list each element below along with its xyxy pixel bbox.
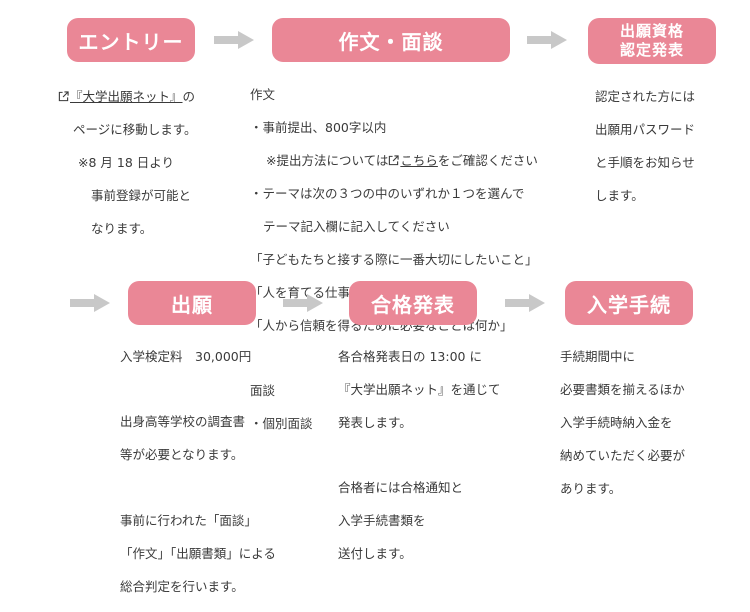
essay-description: 作文 ・事前提出、800字以内 ※提出方法についてはこちらをご確認ください ・テ… (250, 70, 538, 449)
entry-note2: 事前登録が可能と (91, 187, 192, 203)
enroll-line4: 納めていただく必要が (560, 447, 686, 463)
step-cert-label-line1: 出願資格 (619, 22, 684, 40)
apply-fee: 入学検定料 30,000円 (120, 348, 252, 364)
essay-bullet1: ・事前提出、800字以内 (250, 119, 387, 135)
apply-description: 入学検定料 30,000円 出身高等学校の調査書 等が必要となります。 事前に行… (120, 332, 276, 612)
enroll-line3: 入学手続時納入金を (560, 414, 673, 430)
result-line1: 各合格発表日の 13:00 に (338, 348, 482, 364)
result-line5: 入学手続書類を (338, 513, 426, 528)
step-essay-interview-box: 作文・面談 (272, 18, 510, 62)
step-cert-label-line2: 認定発表 (619, 41, 684, 59)
essay-submit-note-pre: ※提出方法については (266, 152, 389, 168)
apply-line1: 出身高等学校の調査書 (120, 414, 246, 429)
apply-line3: 事前に行われた「面談」 (120, 512, 257, 528)
arrow-right-icon (283, 294, 323, 312)
cert-line1: 認定された方には (595, 88, 696, 104)
step-result-label: 合格発表 (371, 292, 455, 317)
result-description: 各合格発表日の 13:00 に 『大学出願ネット』を通じて 発表します。 合格者… (338, 332, 501, 579)
step-essay-interview-label: 作文・面談 (338, 29, 444, 54)
step-apply-box: 出願 (128, 281, 256, 325)
entry-line2: ページに移動します。 (73, 121, 197, 137)
daigaku-shutsugan-net-link[interactable]: 『大学出願ネット』 (70, 88, 183, 104)
result-line6: 送付します。 (338, 546, 412, 561)
essay-submit-note-post: をご確認ください (437, 152, 538, 168)
entry-description: 『大学出願ネット』の ページに移動します。 ※8 月 18 日より 事前登録が可… (58, 72, 197, 254)
cert-description: 認定された方には 出願用パスワード と手順をお知らせ します。 (595, 72, 695, 221)
entry-note1: ※8 月 18 日より (78, 154, 175, 170)
essay-submit-note: ※提出方法についてはこちらをご確認ください (250, 153, 538, 170)
apply-line2: 等が必要となります。 (120, 447, 244, 462)
apply-line4: 「作文」「出願書類」による (120, 545, 276, 561)
result-line3: 発表します。 (338, 414, 412, 430)
step-entry-box: エントリー (67, 18, 195, 62)
interview-item: ・個別面談 (250, 416, 313, 431)
external-link-icon (58, 90, 69, 101)
apply-line5: 総合判定を行います。 (120, 578, 244, 594)
step-cert-box: 出願資格 認定発表 (588, 18, 716, 64)
essay-theme2: 「人を育てる仕事」 (250, 284, 363, 300)
entry-line1-text: の (182, 88, 196, 104)
arrow-right-icon (527, 31, 567, 49)
cert-line2: 出願用パスワード (595, 121, 696, 137)
essay-heading: 作文 (250, 86, 276, 102)
submission-method-link[interactable]: こちら (400, 152, 438, 168)
arrow-right-icon (70, 294, 110, 312)
enroll-line2: 必要書類を揃えるほか (560, 381, 685, 397)
essay-theme1: 「子どもたちと接する際に一番大切にしたいこと」 (250, 251, 538, 267)
entry-note3: なります。 (91, 220, 153, 236)
step-enroll-box: 入学手続 (565, 281, 693, 325)
enroll-line1: 手続期間中に (560, 348, 636, 364)
step-apply-label: 出願 (171, 292, 213, 317)
enroll-line5: あります。 (560, 480, 622, 496)
external-link-icon (389, 154, 399, 165)
result-line2: 『大学出願ネット』を通じて (338, 381, 501, 397)
result-line4: 合格者には合格通知と (338, 480, 464, 495)
step-enroll-label: 入学手続 (587, 292, 671, 317)
cert-line4: します。 (595, 187, 644, 203)
enroll-description: 手続期間中に 必要書類を揃えるほか 入学手続時納入金を 納めていただく必要が あ… (560, 332, 685, 514)
step-entry-label: エントリー (78, 29, 184, 54)
arrow-right-icon (214, 31, 254, 49)
essay-bullet2-cont: テーマ記入欄に記入してください (263, 218, 450, 234)
cert-line3: と手順をお知らせ (595, 154, 695, 170)
interview-heading: 面談 (250, 383, 276, 398)
arrow-right-icon (505, 294, 545, 312)
step-result-box: 合格発表 (349, 281, 477, 325)
essay-bullet2: ・テーマは次の３つの中のいずれか１つを選んで (250, 185, 525, 201)
